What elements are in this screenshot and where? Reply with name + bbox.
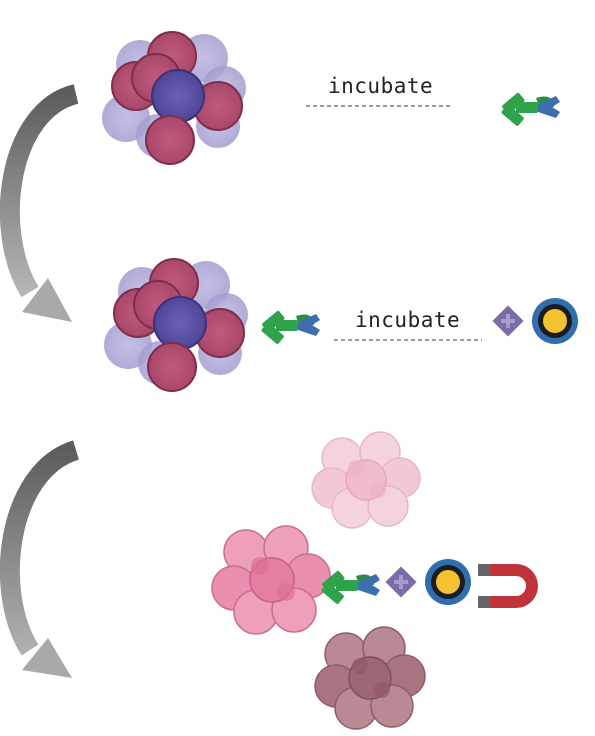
curved-arrow-icon [0,440,80,678]
cell-cluster-dark [314,626,426,730]
antibody-icon [260,310,320,345]
cell-cluster-target [211,525,331,635]
linker-icon [492,305,524,337]
magnetic-bead-icon [425,559,471,605]
cell-cluster-light [311,431,421,529]
magnet-icon [478,564,538,608]
cell-cluster [101,31,247,165]
magnetic-bead-icon [532,298,578,344]
step-label-incubate: incubate [328,74,434,98]
step-label-incubate: incubate [355,308,461,332]
linker-icon [385,566,417,598]
cell-cluster [103,258,249,392]
curved-arrow-icon [0,84,80,322]
antibody-icon [500,92,560,127]
